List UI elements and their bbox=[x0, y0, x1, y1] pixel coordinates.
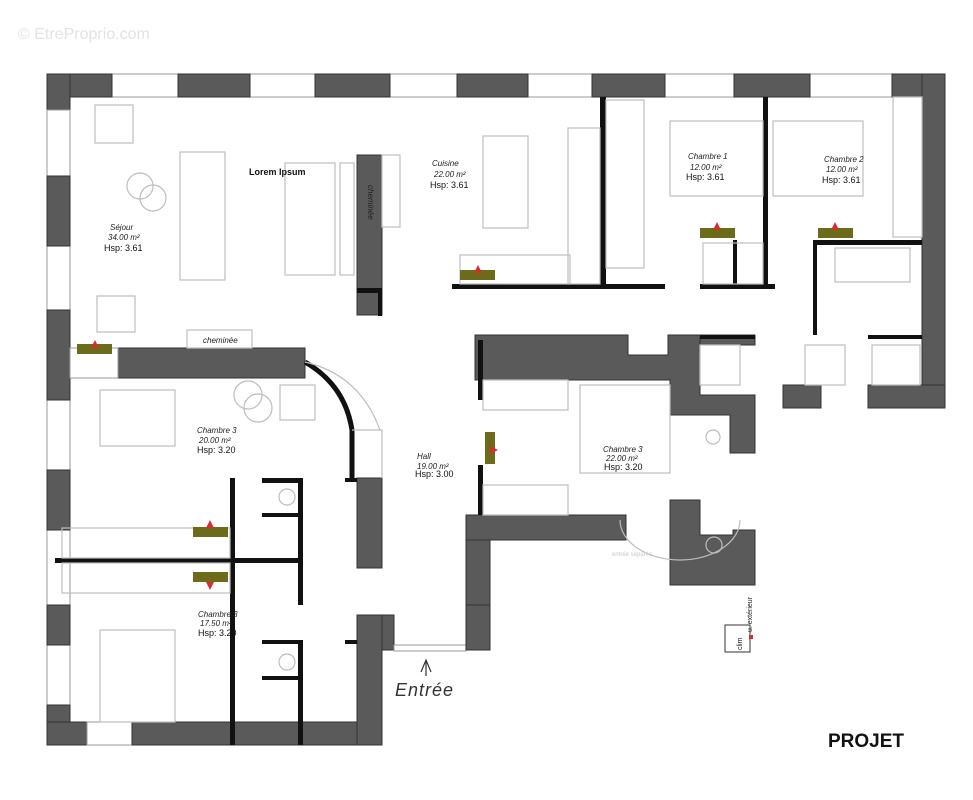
room-area: 22.00 m² bbox=[433, 170, 466, 179]
room-area: 12.00 m² bbox=[690, 163, 722, 172]
room-area: 22.00 m² bbox=[605, 454, 638, 463]
room-name: Séjour bbox=[110, 223, 133, 232]
room-hsp: Hsp: 3.00 bbox=[415, 469, 454, 479]
room-area: 19.00 m² bbox=[417, 462, 449, 471]
chimney-label: cheminée bbox=[203, 336, 238, 345]
room-hsp: Hsp: 3.20 bbox=[197, 445, 236, 455]
radiators bbox=[77, 222, 853, 653]
partitions bbox=[55, 97, 922, 745]
clim-label: clim bbox=[737, 637, 744, 650]
room-hsp: Hsp: 3.20 bbox=[604, 462, 643, 472]
exterior-walls bbox=[46, 73, 946, 746]
outdoor-unit-label: u. extérieur bbox=[747, 596, 754, 632]
room-area: 34.00 m² bbox=[108, 233, 140, 242]
room-hsp: Hsp: 3.61 bbox=[104, 243, 143, 253]
project-stamp: PROJET bbox=[828, 731, 905, 752]
room-labels: Séjour 34.00 m² Hsp: 3.61 Lorem Ipsum ch… bbox=[104, 152, 864, 650]
room-hsp: Hsp: 3.20 bbox=[198, 628, 237, 638]
lorem-label: Lorem Ipsum bbox=[249, 167, 306, 177]
room-hsp: Hsp: 3.61 bbox=[822, 175, 861, 185]
room-area: 12.00 m² bbox=[826, 165, 858, 174]
watermark: © EtreProprio.com bbox=[18, 26, 150, 43]
room-area: 20.00 m² bbox=[198, 436, 231, 445]
room-hsp: Hsp: 3.61 bbox=[430, 180, 469, 190]
furniture bbox=[61, 96, 923, 723]
room-name: Chambre 3 bbox=[198, 610, 238, 619]
separate-entrance-label: entrée séparée bbox=[612, 552, 653, 558]
room-name: Cuisine bbox=[432, 159, 459, 168]
room-name: Chambre 3 bbox=[197, 426, 237, 435]
entrance-arrow-icon bbox=[420, 658, 432, 676]
room-name: Hall bbox=[417, 452, 431, 461]
chimney-label: cheminée bbox=[366, 185, 375, 220]
room-area: 17.50 m² bbox=[200, 619, 232, 628]
room-name: Chambre 1 bbox=[688, 152, 728, 161]
entrance-label: Entrée bbox=[395, 680, 455, 700]
room-name: Chambre 2 bbox=[824, 155, 864, 164]
room-name: Chambre 3 bbox=[603, 445, 643, 454]
room-hsp: Hsp: 3.61 bbox=[686, 172, 725, 182]
